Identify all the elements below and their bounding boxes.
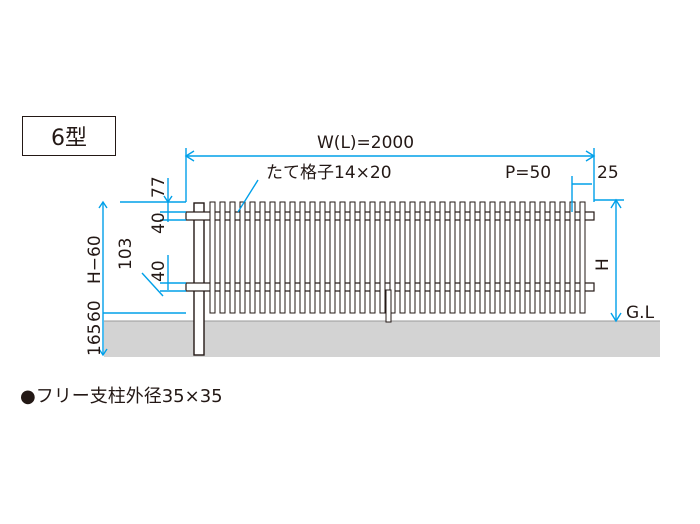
picket [299, 201, 306, 314]
picket [579, 201, 586, 314]
mid-gap-leader [141, 272, 164, 297]
end-gap-label: 25 [597, 163, 619, 183]
height-label: H [593, 258, 613, 271]
height-arrow-bottom [610, 312, 622, 323]
picket [319, 201, 326, 314]
picket [399, 201, 406, 314]
lattice-leader [237, 179, 259, 213]
picket [329, 201, 336, 314]
picket [419, 201, 426, 314]
bottom-label: 60 [85, 300, 105, 322]
picket [359, 201, 366, 314]
picket [239, 201, 246, 314]
picket [519, 201, 526, 314]
picket [479, 201, 486, 314]
picket [529, 201, 536, 314]
picket [489, 201, 496, 314]
picket [369, 201, 376, 314]
picket [539, 201, 546, 314]
picket [279, 201, 286, 314]
free-post [193, 202, 205, 356]
picket [349, 201, 356, 314]
picket [549, 201, 556, 314]
picket [339, 201, 346, 314]
post-spec-note: ●フリー支柱外径35×35 [20, 386, 223, 407]
lower-rail-label: 40 [149, 260, 169, 282]
picket [409, 201, 416, 314]
bottom-stub [385, 289, 392, 323]
picket [449, 201, 456, 314]
embed-label: 165 [85, 324, 105, 356]
fence-type-label: 6型 [22, 116, 116, 156]
pitch-label: P=50 [505, 163, 551, 183]
ground-label: G.L [626, 303, 655, 323]
h-minus-arrow-top [98, 200, 108, 209]
picket [209, 201, 216, 314]
picket [269, 201, 276, 314]
picket [429, 201, 436, 314]
picket [229, 201, 236, 314]
picket [509, 201, 516, 314]
embed-arrow [98, 348, 108, 357]
width-label: W(L)=2000 [317, 133, 414, 153]
picket [259, 201, 266, 314]
picket [249, 201, 256, 314]
picket [559, 201, 566, 314]
picket [469, 201, 476, 314]
picket [499, 201, 506, 314]
upper-rail-label: 40 [149, 212, 169, 234]
mid-gap-label: 103 [116, 238, 136, 270]
picket [289, 201, 296, 314]
top-label: 77 [149, 176, 169, 198]
picket [379, 201, 386, 314]
picket [569, 201, 576, 314]
lattice-pickets [209, 201, 586, 314]
picket [309, 201, 316, 314]
h-minus-label: H−60 [85, 235, 105, 284]
picket [219, 201, 226, 314]
picket [389, 201, 396, 314]
picket [439, 201, 446, 314]
picket [459, 201, 466, 314]
ground-area [104, 321, 660, 357]
lattice-label: たて格子14×20 [266, 163, 392, 183]
